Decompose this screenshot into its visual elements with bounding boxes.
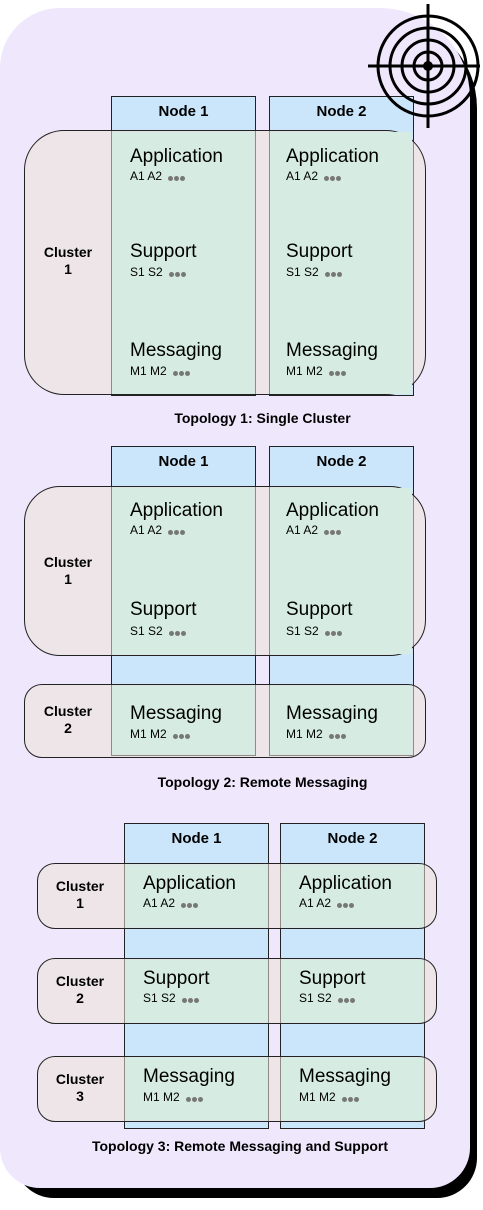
overlap-node-1 [125, 1058, 267, 1120]
application-label: Application [286, 500, 379, 521]
ellipsis-dots-icon [168, 524, 186, 538]
node-1-title: Node 1 [171, 830, 222, 847]
ellipsis-dots-icon [324, 524, 342, 538]
messaging-label: Messaging [286, 340, 378, 361]
node-2-title: Node 2 [316, 453, 367, 470]
application-items: A1 A2 [130, 523, 186, 538]
ellipsis-dots-icon [324, 170, 342, 184]
ellipsis-dots-icon [172, 365, 191, 379]
application-items: A1 A2 [286, 169, 342, 184]
ellipsis-dots-icon [324, 266, 343, 280]
application-label: Application [299, 873, 392, 894]
application-items: A1 A2 [299, 896, 355, 911]
messaging-items: M1 M2 [130, 364, 191, 379]
overlap-node-1 [112, 686, 254, 754]
overlap-node-1 [112, 488, 254, 654]
application-items: A1 A2 [130, 169, 186, 184]
ellipsis-dots-icon [185, 1091, 204, 1105]
support-items: S1 S2 [143, 991, 200, 1006]
application-label: Application [286, 146, 379, 167]
support-items: S1 S2 [130, 265, 187, 280]
ellipsis-dots-icon [328, 365, 347, 379]
overlap-node-2 [281, 960, 423, 1022]
application-items: A1 A2 [286, 523, 342, 538]
messaging-items: M1 M2 [143, 1090, 204, 1105]
application-label: Application [143, 873, 236, 894]
support-label: Support [130, 241, 197, 262]
support-label: Support [299, 968, 366, 989]
messaging-label: Messaging [143, 1066, 235, 1087]
messaging-label: Messaging [299, 1066, 391, 1087]
node-2-title: Node 2 [316, 103, 367, 120]
support-items: S1 S2 [286, 624, 343, 639]
application-label: Application [130, 146, 223, 167]
messaging-items: M1 M2 [130, 727, 191, 742]
messaging-items: M1 M2 [286, 727, 347, 742]
ellipsis-dots-icon [181, 992, 200, 1006]
support-label: Support [130, 599, 197, 620]
node-1-title: Node 1 [158, 103, 209, 120]
support-label: Support [143, 968, 210, 989]
target-icon [368, 4, 480, 128]
overlap-node-2 [270, 488, 412, 654]
overlap-node-2 [281, 865, 423, 927]
messaging-items: M1 M2 [286, 364, 347, 379]
overlap-node-1 [125, 960, 267, 1022]
ellipsis-dots-icon [172, 728, 191, 742]
support-items: S1 S2 [130, 624, 187, 639]
messaging-label: Messaging [130, 703, 222, 724]
overlap-node-2 [270, 686, 412, 754]
topology-1-caption: Topology 1: Single Cluster [174, 410, 351, 426]
node-2-title: Node 2 [327, 830, 378, 847]
ellipsis-dots-icon [168, 170, 186, 184]
ellipsis-dots-icon [181, 897, 199, 911]
overlap-node-1 [125, 865, 267, 927]
ellipsis-dots-icon [337, 992, 356, 1006]
ellipsis-dots-icon [328, 728, 347, 742]
support-items: S1 S2 [286, 265, 343, 280]
ellipsis-dots-icon [168, 266, 187, 280]
ellipsis-dots-icon [168, 625, 187, 639]
overlap-node-1 [112, 132, 254, 394]
node-1-title: Node 1 [158, 453, 209, 470]
messaging-items: M1 M2 [299, 1090, 360, 1105]
support-items: S1 S2 [299, 991, 356, 1006]
messaging-label: Messaging [286, 703, 378, 724]
overlap-node-2 [281, 1058, 423, 1120]
ellipsis-dots-icon [341, 1091, 360, 1105]
messaging-label: Messaging [130, 340, 222, 361]
support-label: Support [286, 241, 353, 262]
ellipsis-dots-icon [337, 897, 355, 911]
application-label: Application [130, 500, 223, 521]
application-items: A1 A2 [143, 896, 199, 911]
ellipsis-dots-icon [324, 625, 343, 639]
topology-3-caption: Topology 3: Remote Messaging and Support [91, 1138, 389, 1154]
topology-2-caption: Topology 2: Remote Messaging [157, 774, 368, 790]
overlap-node-2 [270, 132, 412, 394]
support-label: Support [286, 599, 353, 620]
